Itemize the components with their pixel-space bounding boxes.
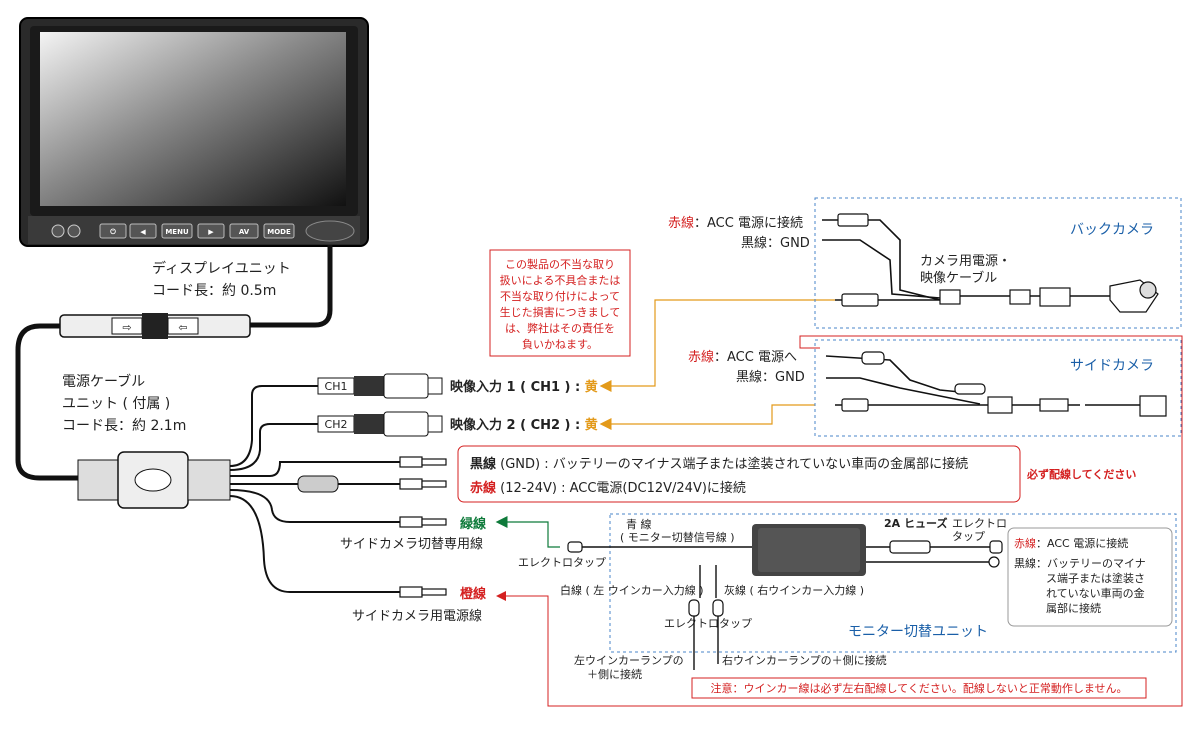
switch-acc-red-text: 赤線：ACC 電源に接続	[1014, 536, 1128, 550]
power-unit-line2: ユニット ( 付属 )	[62, 396, 170, 412]
caution-bar: 注意：ウインカー線は必ず左右配線してください。配線しないと正常動作しません。	[691, 677, 1147, 699]
power-unit-line3: コード長：約 2.1m	[62, 418, 186, 434]
green-wire-desc: サイドカメラ切替専用線	[340, 536, 483, 552]
power-cable	[15, 323, 80, 481]
switch-acc-black-line3: れていない車両の金	[1046, 586, 1145, 600]
black-gnd-text: 黒線 (GND) : バッテリーのマイナス端子または塗装されていない車両の金属部…	[470, 456, 968, 472]
display-cable	[250, 245, 333, 328]
speaker-grille	[305, 220, 355, 242]
electro-tap-label-3: エレクトロタップ	[664, 617, 752, 630]
arrow-left-icon: ⇦	[178, 321, 187, 334]
power-unit-line1: 電源ケーブル	[62, 373, 145, 390]
switch-unit-title: モニター切替ユニット	[848, 624, 988, 640]
ch2-tag: CH2	[325, 418, 348, 431]
battery-terminals	[399, 456, 447, 598]
power-unit	[77, 451, 231, 509]
display-buttons: ⏻ ◀ MENU ▶ AV MODE	[51, 220, 355, 242]
blue-wire-line1: 青 線	[626, 517, 652, 531]
video-input-1-label: 映像入力 1 ( CH1 ) : 黄	[450, 379, 598, 395]
warning-line-4: 生じた損害につきまして	[500, 305, 621, 319]
switch-acc-black-line1: 黒線：バッテリーのマイナ	[1014, 556, 1146, 570]
switch-unit-body	[752, 524, 866, 576]
right-lamp-label: 右ウインカーランプの＋側に接続	[722, 653, 887, 667]
warning-line-6: 負いかねます。	[522, 338, 598, 351]
orange-wire-arrow	[496, 335, 1183, 707]
display-label-line2: コード長：約 0.5m	[152, 283, 276, 299]
ch1-connector: CH1	[317, 373, 443, 399]
orange-wire-desc: サイドカメラ用電源線	[352, 608, 482, 624]
warning-note: この製品の不当な取り 扱いによる不具合または 不当な取り付けによって 生じた損害…	[489, 249, 631, 357]
white-wire-label: 白線 ( 左 ウインカー入力線 )	[560, 583, 704, 597]
menu-button[interactable]	[161, 223, 193, 239]
side-camera-title: サイドカメラ	[1070, 358, 1154, 374]
back-camera-parts	[837, 213, 1159, 313]
display-screen	[40, 32, 346, 206]
green-wire-label: 緑線	[460, 516, 487, 532]
side-camera-box	[814, 339, 1182, 437]
arrow-right-icon: ⇨	[122, 321, 131, 334]
back-camera-red-text: 赤線：ACC 電源に接続	[668, 215, 803, 231]
warning-line-5: は、弊社はその責任を	[505, 321, 615, 335]
back-camera-box	[814, 197, 1182, 329]
switch-unit-box	[609, 513, 1177, 653]
mode-button-label: MODE	[267, 228, 291, 236]
warning-line-2: 扱いによる不具合または	[500, 273, 621, 287]
electro-tap-label-2a: エレクトロ	[952, 517, 1007, 530]
warning-line-3: 不当な取り付けによって	[500, 289, 620, 303]
side-camera-parts	[841, 351, 1167, 417]
display-unit: ⏻ ◀ MENU ▶ AV MODE	[19, 17, 369, 247]
switch-unit-wires	[582, 546, 990, 670]
gray-wire-label: 灰線 ( 右ウインカー入力線 )	[724, 583, 864, 597]
mode-button[interactable]	[263, 223, 295, 239]
menu-button-label: MENU	[165, 228, 189, 236]
red-acc-text: 赤線 (12-24V) : ACC電源(DC12V/24V)に接続	[470, 480, 746, 496]
left-triangle-icon: ◀	[140, 228, 146, 236]
display-label-line1: ディスプレイユニット	[152, 260, 291, 277]
video2-arrow	[599, 404, 815, 430]
fuse-label: 2A ヒューズ	[884, 516, 947, 530]
electro-tap-label-2b: タップ	[952, 530, 985, 543]
warning-line-1: この製品の不当な取り	[505, 257, 615, 271]
switch-unit-parts	[567, 540, 1003, 617]
battery-connection-box: 黒線 (GND) : バッテリーのマイナス端子または塗装されていない車両の金属部…	[457, 445, 1021, 503]
video1-arrow	[599, 299, 835, 392]
electro-tap-label-1: エレクトロタップ	[518, 556, 606, 569]
video-input-2-label: 映像入力 2 ( CH2 ) : 黄	[450, 417, 598, 433]
back-camera-title: バックカメラ	[1070, 222, 1154, 238]
green-wire-arrow	[495, 516, 560, 548]
ch2-connector: CH2	[317, 411, 443, 437]
av-button[interactable]	[229, 223, 259, 239]
back-camera-cable-line1: カメラ用電源・	[920, 254, 1011, 269]
side-camera-black-text: 黒線：GND	[736, 369, 805, 385]
blue-wire-line2: ( モニター切替信号線 )	[620, 530, 735, 544]
left-lamp-line2: ＋側に接続	[587, 667, 642, 681]
inline-connector: ⇨ ⇦	[59, 313, 251, 339]
ch1-tag: CH1	[325, 380, 348, 393]
orange-wire-label: 橙線	[460, 586, 487, 602]
must-wire-note: 必ず配線してください	[1026, 467, 1136, 481]
switch-acc-black-line4: 属部に接続	[1046, 601, 1101, 615]
side-camera-body	[1139, 395, 1167, 417]
power-icon: ⏻	[110, 228, 116, 236]
right-button[interactable]	[197, 223, 225, 239]
caution-text: 注意：ウインカー線は必ず左右配線してください。配線しないと正常動作しません。	[710, 681, 1127, 695]
left-lamp-line1: 左ウインカーランプの	[574, 654, 684, 667]
back-camera-cable-line2: 映像ケーブル	[920, 270, 997, 286]
back-camera-black-text: 黒線：GND	[741, 235, 810, 251]
power-button[interactable]	[99, 223, 127, 239]
inline-fuse-holder	[297, 475, 339, 493]
switch-acc-box: 赤線：ACC 電源に接続 黒線：バッテリーのマイナ ス端子または塗装さ れていな…	[1007, 527, 1173, 627]
left-button[interactable]	[129, 223, 157, 239]
side-camera-red-text: 赤線：ACC 電源へ	[688, 349, 797, 365]
av-button-label: AV	[239, 228, 250, 236]
right-triangle-icon: ▶	[208, 228, 214, 236]
switch-acc-black-line2: ス端子または塗装さ	[1046, 571, 1145, 585]
